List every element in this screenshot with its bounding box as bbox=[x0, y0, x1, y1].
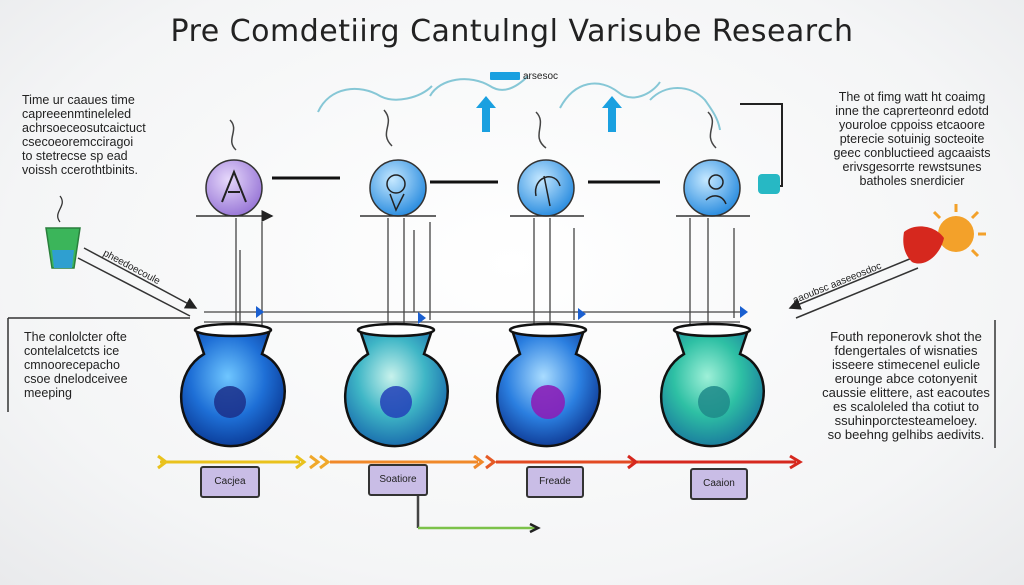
sun-icon bbox=[903, 204, 986, 264]
teal-tab bbox=[758, 174, 780, 194]
right-diagonal-arrow bbox=[788, 257, 919, 319]
bottom-green-line bbox=[416, 496, 541, 534]
process-box-1: Cacjea bbox=[200, 466, 260, 498]
cup-icon bbox=[45, 195, 81, 269]
note-right-top: The ot fimg watt ht coaimg inne the capr… bbox=[833, 90, 991, 188]
top-label: arsesoc bbox=[523, 71, 559, 82]
flask-icon bbox=[179, 322, 765, 448]
right-bracket bbox=[740, 103, 783, 187]
process-box-2: Soatiore bbox=[368, 464, 428, 496]
top-swirls bbox=[229, 75, 721, 151]
note-left-mid: The conlolcter ofte contelalcetcts ice c… bbox=[24, 330, 128, 400]
circle-row bbox=[205, 159, 741, 217]
blue-markers bbox=[256, 306, 748, 324]
left-brackets bbox=[7, 317, 996, 448]
process-box-3: Freade bbox=[526, 466, 584, 498]
page-title: Pre Comdetiirg Cantulngl Varisube Resear… bbox=[170, 14, 854, 49]
flask-top-line bbox=[204, 311, 740, 323]
note-right-mid: Fouth reponerovk shot the fdengertales o… bbox=[822, 329, 990, 442]
note-left-top: Time ur caaues time capreeenmtineleled a… bbox=[22, 93, 146, 177]
left-diagonal-arrow bbox=[77, 247, 198, 317]
arrow-up-icon bbox=[476, 96, 622, 132]
vertical-tubes bbox=[235, 218, 735, 330]
top-label-bar bbox=[490, 72, 520, 80]
circle-connectors bbox=[272, 176, 660, 184]
bottom-process-arrows bbox=[157, 454, 803, 470]
process-box-4: Caaion bbox=[690, 468, 748, 500]
